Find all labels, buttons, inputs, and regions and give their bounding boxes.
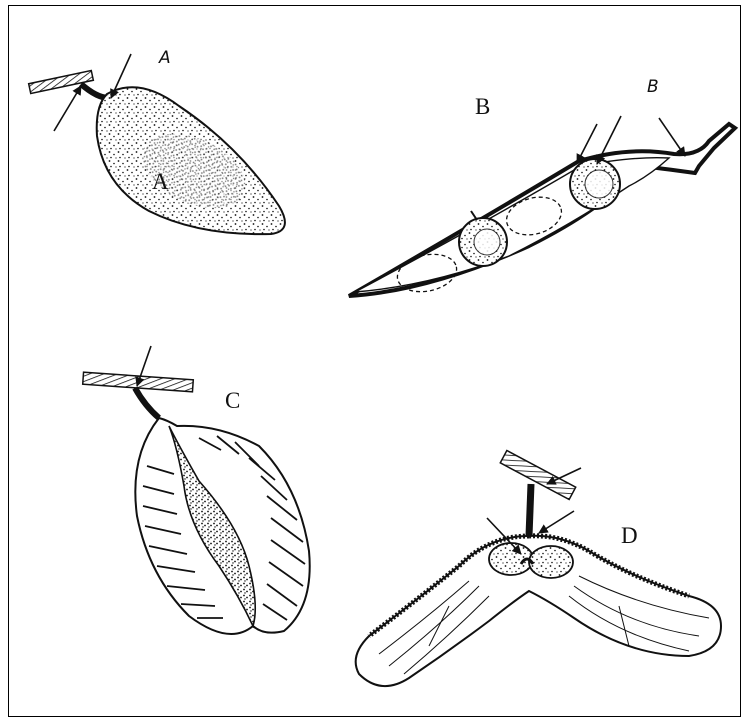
- fruit-a-arrow-2: [54, 86, 81, 131]
- label-b: B: [475, 95, 490, 118]
- fruit-c-stalk: [135, 388, 159, 418]
- fruit-d-stalk: [529, 484, 531, 536]
- label-d: D: [621, 524, 638, 547]
- fruit-b-drawing: [349, 116, 735, 297]
- fruit-d-drawing: [356, 451, 721, 687]
- fruit-c-drawing: [83, 346, 310, 634]
- fruit-d-seed-2: [529, 546, 573, 578]
- fruit-a-drawing: [29, 54, 285, 234]
- fruit-b-pod-inner: [355, 158, 669, 292]
- fruit-b-arrow-2: [597, 116, 621, 164]
- fruit-a-twig: [29, 70, 94, 93]
- label-a: A: [152, 170, 169, 193]
- fruit-d-arrow-2: [539, 511, 574, 533]
- fruit-drawings: [9, 6, 750, 727]
- fruit-diagram-figure: A A B B C D: [8, 5, 741, 717]
- fruit-b-arrow-3: [659, 118, 685, 156]
- label-c: C: [225, 389, 240, 412]
- label-a-handwritten: A: [159, 50, 171, 67]
- label-b-handwritten: B: [647, 79, 659, 96]
